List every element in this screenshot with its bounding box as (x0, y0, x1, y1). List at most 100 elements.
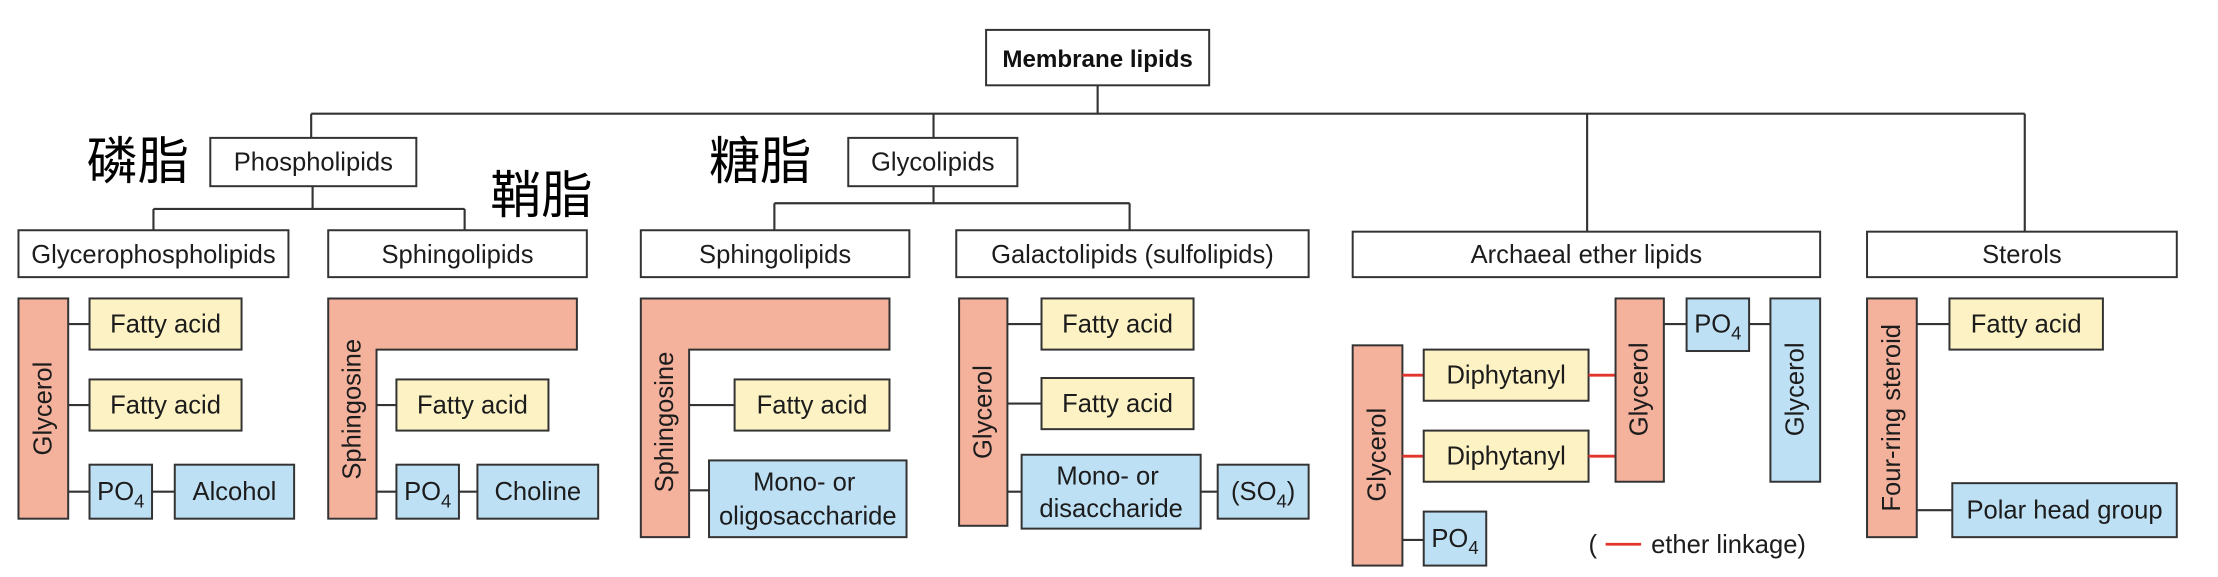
phosphate-base: PO (97, 478, 134, 506)
glycerol-backbone-right (1614, 297, 1665, 483)
node-label: Archaeal ether lipids (1471, 241, 1703, 269)
diphytanyl-box (1422, 429, 1590, 483)
node-label: Phospholipids (234, 149, 393, 177)
node-label: Glycerophospholipids (31, 241, 275, 269)
node-box (639, 229, 911, 279)
node-box (209, 136, 418, 188)
node-box (327, 229, 588, 279)
node-galactolipids: Galactolipids (sulfolipids) (955, 229, 1310, 279)
tree-connectors (152, 85, 2026, 232)
diphytanyl-label: Diphytanyl (1446, 443, 1565, 471)
node-phospho-sphingolipids: Sphingolipids (327, 229, 588, 279)
node-box (847, 136, 1019, 188)
node-box (1866, 230, 2178, 279)
backbone-label: Glycerol (29, 362, 57, 456)
oligosaccharide-label: Mono- or oligosaccharide (719, 468, 897, 530)
node-label: Membrane lipids (1002, 46, 1193, 73)
node-label: Sterols (1982, 241, 2062, 269)
fatty-acid-box (733, 378, 891, 432)
head-group-label: Glycerol (1781, 343, 1809, 437)
choline-label: Choline (494, 478, 581, 506)
sterol-structure: Four-ring steroid Fatty acid Polar head … (1866, 297, 2178, 539)
four-ring-steroid-backbone (1866, 297, 1918, 539)
oligosaccharide-box (708, 459, 908, 539)
node-label: Sphingolipids (699, 241, 851, 269)
sphingosine-backbone (327, 297, 578, 520)
backbone-label: Four-ring steroid (1878, 324, 1906, 512)
fatty-acid-box (395, 378, 550, 432)
choline-box (476, 463, 600, 520)
diphytanyl-label: Diphytanyl (1446, 362, 1565, 390)
polar-head-group-box (1951, 482, 2178, 539)
label-line: Mono- or (753, 468, 856, 496)
phosphate-box (395, 463, 460, 520)
fatty-acid-box (1040, 377, 1195, 431)
phosphate-subscript: 4 (441, 490, 451, 511)
fatty-acid-box (88, 297, 243, 351)
node-box (955, 229, 1310, 279)
phosphate-box (1422, 510, 1488, 567)
sulfate-close: ) (1287, 478, 1296, 506)
glycerol-head-group (1769, 297, 1822, 483)
fatty-acid-label: Fatty acid (1971, 311, 2082, 339)
legend-open-paren: ( (1589, 531, 1598, 559)
annotation-glycolipids-zh: 糖脂 (709, 133, 811, 192)
phospho-sphingolipid-structure: Sphingosine Fatty acid PO4 Choline (327, 297, 600, 520)
glycerol-backbone (17, 297, 70, 520)
sulfate-subscript: 4 (1276, 490, 1286, 511)
phosphate-label: PO4 (1694, 311, 1741, 344)
disaccharide-box (1020, 453, 1202, 530)
backbone-label: Sphingosine (651, 352, 679, 493)
sulfate-label: (SO4) (1231, 478, 1295, 511)
annotation-sphingolipids-zh: 鞘脂 (490, 167, 592, 226)
node-glyco-sphingolipids: Sphingolipids (639, 229, 911, 279)
fatty-acid-label: Fatty acid (1062, 311, 1173, 339)
node-glycerophospholipids: Glycerophospholipids (17, 229, 290, 279)
fatty-acid-box (88, 378, 243, 432)
fatty-acid-label: Fatty acid (757, 392, 868, 420)
label-line: oligosaccharide (719, 502, 897, 530)
fatty-acid-label: Fatty acid (110, 392, 221, 420)
phosphate-label: PO4 (97, 478, 144, 511)
phosphate-label: PO4 (404, 478, 451, 511)
backbone-label: Glycerol (1626, 343, 1654, 437)
node-box (1351, 230, 1822, 279)
node-label: Galactolipids (sulfolipids) (991, 241, 1274, 269)
annotation-phospholipids-zh: 磷脂 (87, 133, 189, 192)
node-label: Glycolipids (871, 149, 995, 177)
node-sterols: Sterols (1866, 230, 2178, 279)
node-membrane-lipids: Membrane lipids (985, 28, 1211, 87)
sphingosine-backbone (639, 297, 891, 539)
phosphate-label: PO4 (1431, 525, 1478, 558)
glycerol-backbone (958, 297, 1009, 527)
phosphate-base: PO (1694, 311, 1731, 339)
fatty-acid-label: Fatty acid (110, 311, 221, 339)
fatty-acid-box (1040, 297, 1195, 351)
phosphate-base: PO (404, 478, 441, 506)
glyco-sphingolipid-structure: Sphingosine Fatty acid Mono- or oligosac… (639, 297, 908, 539)
phosphate-subscript: 4 (1468, 537, 1478, 558)
glycerophospholipid-structure: Glycerol Fatty acid Fatty acid PO4 Alcoh… (17, 297, 296, 520)
node-label: Sphingolipids (381, 241, 533, 269)
sulfate-box (1216, 463, 1310, 520)
phosphate-subscript: 4 (1731, 323, 1741, 344)
polar-head-group-label: Polar head group (1966, 497, 2162, 525)
archaeal-lipid-structure: Glycerol Diphytanyl Diphytanyl Glycerol … (1351, 297, 1822, 567)
sulfate-base: (SO (1231, 478, 1276, 506)
alcohol-label: Alcohol (193, 478, 277, 506)
node-archaeal-ether-lipids: Archaeal ether lipids (1351, 230, 1822, 279)
label-line: disaccharide (1039, 495, 1183, 523)
label-line: Mono- or (1056, 463, 1159, 491)
fatty-acid-box (1948, 297, 2104, 351)
legend: ( ether linkage) (1589, 531, 1806, 559)
alcohol-box (173, 463, 296, 520)
fatty-acid-label: Fatty acid (417, 392, 528, 420)
node-phospholipids: Phospholipids (209, 136, 418, 188)
node-glycolipids: Glycolipids (847, 136, 1019, 188)
phosphate-box (1685, 297, 1751, 353)
phosphate-base: PO (1431, 525, 1468, 553)
galactolipid-structure: Glycerol Fatty acid Fatty acid Mono- or … (958, 297, 1310, 530)
diphytanyl-box (1422, 348, 1590, 402)
node-box (17, 229, 290, 279)
